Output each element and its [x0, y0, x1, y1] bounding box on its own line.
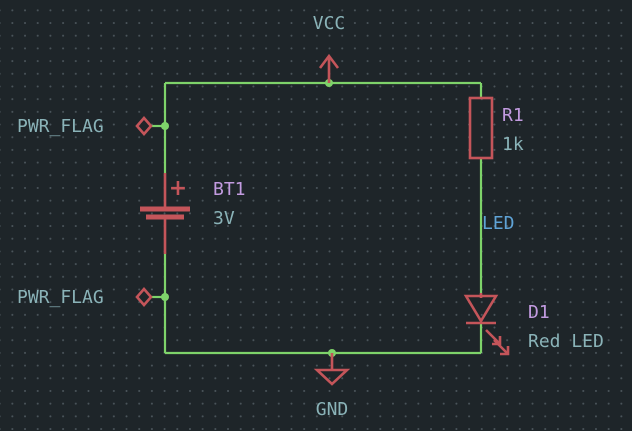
led-ref: D1 [528, 302, 550, 323]
battery-bt1[interactable]: + BT1 3V [140, 173, 246, 254]
pwr-flag-top-label: PWR_FLAG [17, 116, 104, 137]
vcc-label: VCC [313, 13, 346, 34]
gnd-triangle-icon [313, 368, 351, 386]
led-light-arrow-2 [493, 339, 509, 355]
pwr-flag-bottom-label: PWR_FLAG [17, 287, 104, 308]
resistor-value: 1k [502, 134, 524, 155]
resistor-r1[interactable]: R1 1k [468, 96, 524, 160]
pwr-flag-top[interactable]: PWR_FLAG [17, 116, 153, 137]
pwr-flag-top-diamond-icon [135, 116, 153, 136]
vcc-symbol[interactable]: VCC [313, 13, 346, 83]
led-light-arrow-1 [485, 329, 501, 345]
led-d1[interactable]: D1 Red LED [463, 293, 604, 356]
battery-ref: BT1 [213, 179, 246, 200]
resistor-ref: R1 [502, 105, 524, 126]
gnd-label: GND [316, 399, 349, 420]
wires [151, 81, 483, 355]
pwr-flag-bottom[interactable]: PWR_FLAG [17, 287, 153, 308]
gnd-symbol[interactable]: GND [313, 353, 351, 420]
pwr-flag-bottom-diamond-icon [135, 287, 153, 307]
led-triangle-icon [463, 294, 499, 324]
led-value: Red LED [528, 331, 604, 352]
battery-plus-icon: + [169, 176, 187, 201]
net-label-led[interactable]: LED [482, 213, 515, 234]
junction-flag-top [161, 122, 169, 130]
battery-value: 3V [213, 208, 235, 229]
led-light-arrowhead-1 [492, 336, 502, 346]
resistor-body [468, 96, 494, 160]
led-light-arrowhead-2 [500, 346, 510, 356]
junction-flag-bottom [161, 293, 169, 301]
vcc-arrow-icon [318, 53, 340, 69]
